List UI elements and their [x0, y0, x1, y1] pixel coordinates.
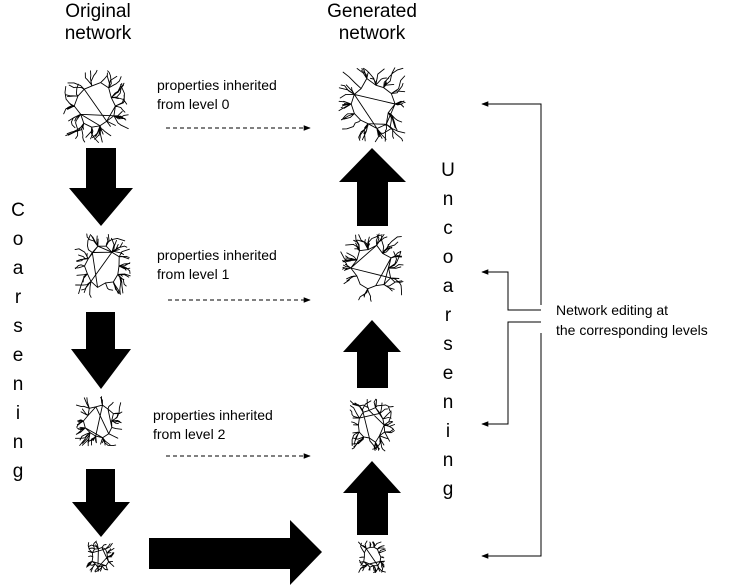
network-original-level-3 [86, 540, 115, 573]
vertical-letter: i [445, 421, 451, 442]
vertical-letter: c [443, 218, 453, 239]
network-original-level-1 [74, 233, 131, 298]
vertical-letter: o [442, 247, 454, 268]
vertical-letter: U [441, 160, 455, 181]
network-original-level-0 [63, 69, 129, 143]
vertical-letter: e [12, 345, 24, 366]
network-generated-level-3 [358, 540, 387, 574]
properties-line: properties inherited [157, 247, 277, 263]
properties-level: from level 0 [157, 96, 230, 112]
vertical-letter: i [15, 403, 21, 424]
original-network-title: Original network [48, 1, 148, 45]
vertical-letter: g [442, 479, 454, 500]
vertical-letter: n [12, 432, 24, 453]
editing-note-line1: Network editing at [556, 302, 669, 318]
uncoarsen-arrow-2 [343, 461, 401, 535]
vertical-letter: o [12, 229, 24, 250]
coarsen-arrow-0 [69, 148, 133, 226]
properties-level: from level 2 [153, 426, 226, 442]
vertical-letter: n [442, 189, 454, 210]
properties-label-level-1: properties inherited from level 1 [157, 246, 277, 284]
bottom-transfer-arrow [149, 520, 322, 585]
properties-label-level-2: properties inherited from level 2 [153, 406, 273, 444]
vertical-letter: n [442, 450, 454, 471]
vertical-letter: e [442, 363, 454, 384]
vertical-letter: s [13, 316, 23, 337]
network-generated-level-1 [340, 233, 404, 302]
network-generated-level-0 [338, 67, 406, 143]
original-title-line2: network [64, 23, 132, 44]
network-generated-level-2 [349, 398, 396, 452]
properties-line: properties inherited [157, 77, 277, 93]
coarsen-arrow-2 [72, 469, 130, 537]
editing-bracket [481, 101, 542, 559]
vertical-letter: s [443, 334, 453, 355]
generated-title-line1: Generated [327, 1, 417, 22]
uncoarsen-arrow-0 [339, 148, 406, 226]
uncoarsen-arrow-1 [343, 320, 401, 388]
original-title-line1: Original [65, 1, 131, 22]
network-editing-note: Network editing at the corresponding lev… [556, 300, 708, 340]
vertical-letter: C [11, 200, 25, 221]
properties-line: properties inherited [153, 407, 273, 423]
generated-network-title: Generated network [312, 1, 432, 45]
vertical-letter: a [442, 276, 454, 297]
generated-title-line2: network [338, 23, 406, 44]
vertical-letter: n [12, 374, 24, 395]
coarsen-arrow-1 [71, 312, 131, 389]
vertical-letter: g [12, 461, 24, 482]
editing-note-line2: the corresponding levels [556, 322, 708, 338]
properties-label-level-0: properties inherited from level 0 [157, 76, 277, 114]
vertical-letter: n [442, 392, 454, 413]
vertical-letter: r [444, 305, 452, 326]
network-original-level-2 [74, 396, 123, 447]
vertical-letter: a [12, 258, 24, 279]
vertical-letter: r [14, 287, 22, 308]
properties-level: from level 1 [157, 266, 230, 282]
